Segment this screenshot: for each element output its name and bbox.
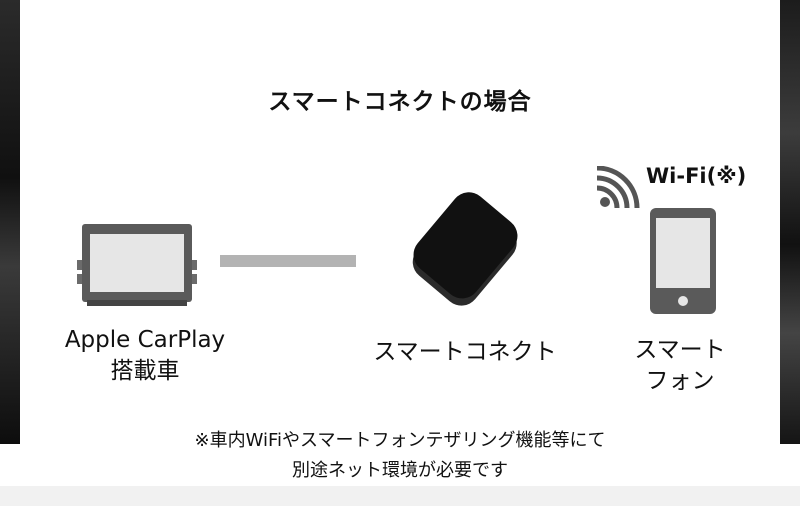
note-line2: 別途ネット環境が必要です: [292, 460, 508, 481]
note-text: ※車内WiFiやスマートフォンテザリング機能等にて 別途ネット環境が必要です: [0, 426, 800, 486]
wifi-icon: [596, 166, 640, 209]
note-line1: ※車内WiFiやスマートフォンテザリング機能等にて: [194, 430, 606, 451]
label-phone: スマート フォン: [620, 335, 740, 397]
connection-line: [220, 255, 356, 267]
wifi-label: Wi-Fi(※): [646, 164, 747, 188]
smartphone-icon: [650, 208, 716, 314]
label-carplay-line2: 搭載車: [110, 358, 180, 384]
label-device: スマートコネクト: [373, 339, 557, 365]
car-monitor-icon: [77, 224, 197, 306]
label-carplay: Apple CarPlay 搭載車: [40, 325, 250, 387]
footer-strip: [0, 486, 800, 506]
smart-connect-device-icon: [412, 192, 518, 306]
background-edge-left: [0, 0, 20, 444]
diagram-title: スマートコネクトの場合: [268, 89, 532, 115]
label-phone-line1: スマート: [634, 337, 726, 363]
label-phone-line2: フォン: [645, 368, 715, 394]
label-carplay-line1: Apple CarPlay: [64, 327, 226, 353]
background-edge-right: [780, 0, 800, 444]
note-band: [0, 444, 800, 486]
